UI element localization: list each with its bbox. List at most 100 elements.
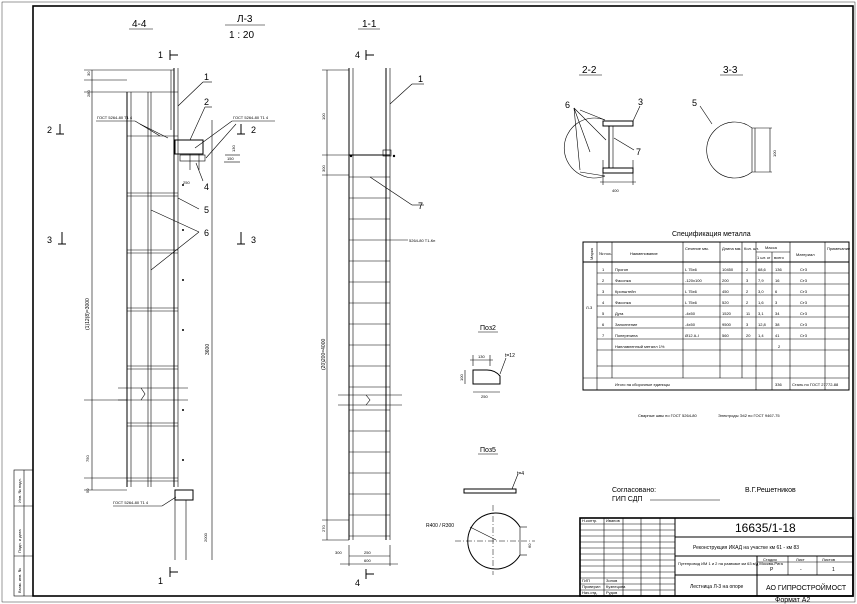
cell: 1,6 [758,300,764,305]
cell: 38 [775,322,780,327]
weld-note-2: ГОСТ 5264-80 Т1 4 [194,115,275,159]
tb-name-4: Рудов [606,590,617,595]
dim-270: 270 [321,525,326,532]
ladder-side-view [118,68,206,560]
dim-130: 130 [478,354,485,359]
cell: Ст3 [800,322,808,327]
hdr-mass-all: всего [774,255,785,260]
note-electrodes: Электроды Э42 по ГОСТ 9467-75 [718,413,780,418]
cell: 3 [602,289,605,294]
cell: 68,6 [758,267,767,272]
tb-stage: Р [770,567,774,573]
pos5-title: Поз5 [480,447,496,454]
cell: Фасонка [615,300,632,305]
callout-7: 7 [418,201,423,211]
spec-row: 7 Поперечина Ø12 А-I 560 20 1,4 41 Ст3 [602,333,808,338]
hdr-name: Наименование [630,251,659,256]
hdr-section: Сечение мм. [685,246,709,251]
cut-label: 4 [355,578,360,588]
weld-note-text: ГОСТ 5264-80 Т1 4 [113,500,149,505]
cell: 34 [775,311,780,316]
approval-gip: ГИП СДП [612,496,642,503]
dim-250: 250 [183,180,190,185]
cell: 450 [722,289,729,294]
approval-agreed: Согласовано: [612,487,656,494]
dim-100: 100 [321,113,326,120]
dim-250: 250 [364,550,371,555]
cut-mark-3-left: 3 [47,232,66,245]
cut-label: 3 [251,235,256,245]
spec-row: 2 Фасонка -120х100 200 3 7,9 16 Ст3 [602,278,808,283]
spec-row: 3 Кронштейн L 75х6 450 2 3,0 6 Ст3 [602,289,808,294]
dim-300: 300 [321,165,326,172]
callout-3: 3 [638,97,643,107]
cell: 10450 [722,267,734,272]
cell: 2 [746,300,749,305]
tb-project: Реконструкция ИКАД на участке км 61 - км… [693,545,799,551]
hdr-qty: Кол. шт. [744,246,759,251]
cell: Ст3 [800,333,808,338]
cell: 136 [775,267,782,272]
cell: Ст3 [800,267,808,272]
callouts-4-4: 1 2 4 5 6 [150,72,212,271]
cell: Прогон [615,267,628,272]
dim-2000: 2000 [203,532,208,542]
tb-name-3: Кузнецова [606,584,626,589]
cut-mark-2-left: 2 [47,124,64,135]
dim-150: 150 [227,156,234,161]
title-block: 16635/1-18 Реконструкция ИКАД на участке… [579,517,854,597]
dim-60: 60 [527,543,532,548]
cell: 12,8 [758,322,767,327]
spec-row: 1 Прогон L 75х6 10450 2 68,6 136 Ст3 [602,267,808,272]
pos2-drawing: 130 100 250 t=12 [459,353,515,399]
cell: L 75х6 [685,300,698,305]
cell: Ø12 А-I [685,333,699,338]
tb-sheets: 1 [832,567,835,573]
radius-note: R400 / R300 [426,523,454,529]
pos2-title: Поз2 [480,325,496,332]
spec-weld-row: Наплавленный металл 1% [615,344,665,349]
ladder-mark-title: Л-3 [237,14,253,25]
hdr-mass-one: 1 шт. кг [757,255,771,260]
section-4-4-title: 4-4 [132,19,147,30]
sheet-frame [32,5,854,597]
cell: 2 [602,278,605,283]
tb-name-2: Зонов [606,578,617,583]
cut-label: 1 [158,576,163,586]
cell: 9500 [722,322,732,327]
thickness-12: t=12 [505,353,515,359]
callouts-1-1: 1 7 5264-80 Т1-Кн [369,74,435,243]
stamp-inv-label: Инв. № подл. [17,478,22,503]
hdr-mark: Марка [589,247,594,260]
dim-100: 100 [772,150,777,157]
tb-sheets-h: Листов [822,557,835,562]
cut-label: 2 [47,125,52,135]
tb-sheet-h: Лист [796,557,805,562]
tb-role-0: Н.контр. [582,518,597,523]
cut-label: 1 [158,50,163,60]
pos5-drawing: t=4 60 R400 / R300 [426,471,535,575]
cell: Заполнение [615,322,638,327]
cell: 20 [746,333,751,338]
cut-label: 3 [47,235,52,245]
callout-1: 1 [418,74,423,84]
callout-5: 5 [692,98,697,108]
cut-mark-4-bottom: 4 [355,569,374,588]
callout-6: 6 [565,100,570,110]
cell: 3,1 [758,311,764,316]
cell: 6 [775,289,778,294]
approval-author: В.Г.Решетников [745,487,796,494]
hdr-material: Материал [796,252,815,257]
dims-left-4-4: 30 280 (1)12(8)=3000 750 50 3600 130 150… [84,69,240,560]
cut-mark-4-top: 4 [355,50,374,60]
section-3-3-title: 3-3 [723,65,738,76]
spec-row: 6 Заполнение -4х50 9500 3 12,8 38 Ст3 [602,322,808,327]
section-2-2-drawing: 400 6 3 7 [563,97,643,193]
spec-title: Спецификация металла [672,231,751,238]
cell: Кронштейн [615,289,636,294]
cell: -120х100 [685,278,702,283]
hdr-no: № поз. [599,251,612,256]
cell: 520 [722,300,729,305]
cell: L 75х6 [685,289,698,294]
dim-3600: 3600 [205,344,211,355]
